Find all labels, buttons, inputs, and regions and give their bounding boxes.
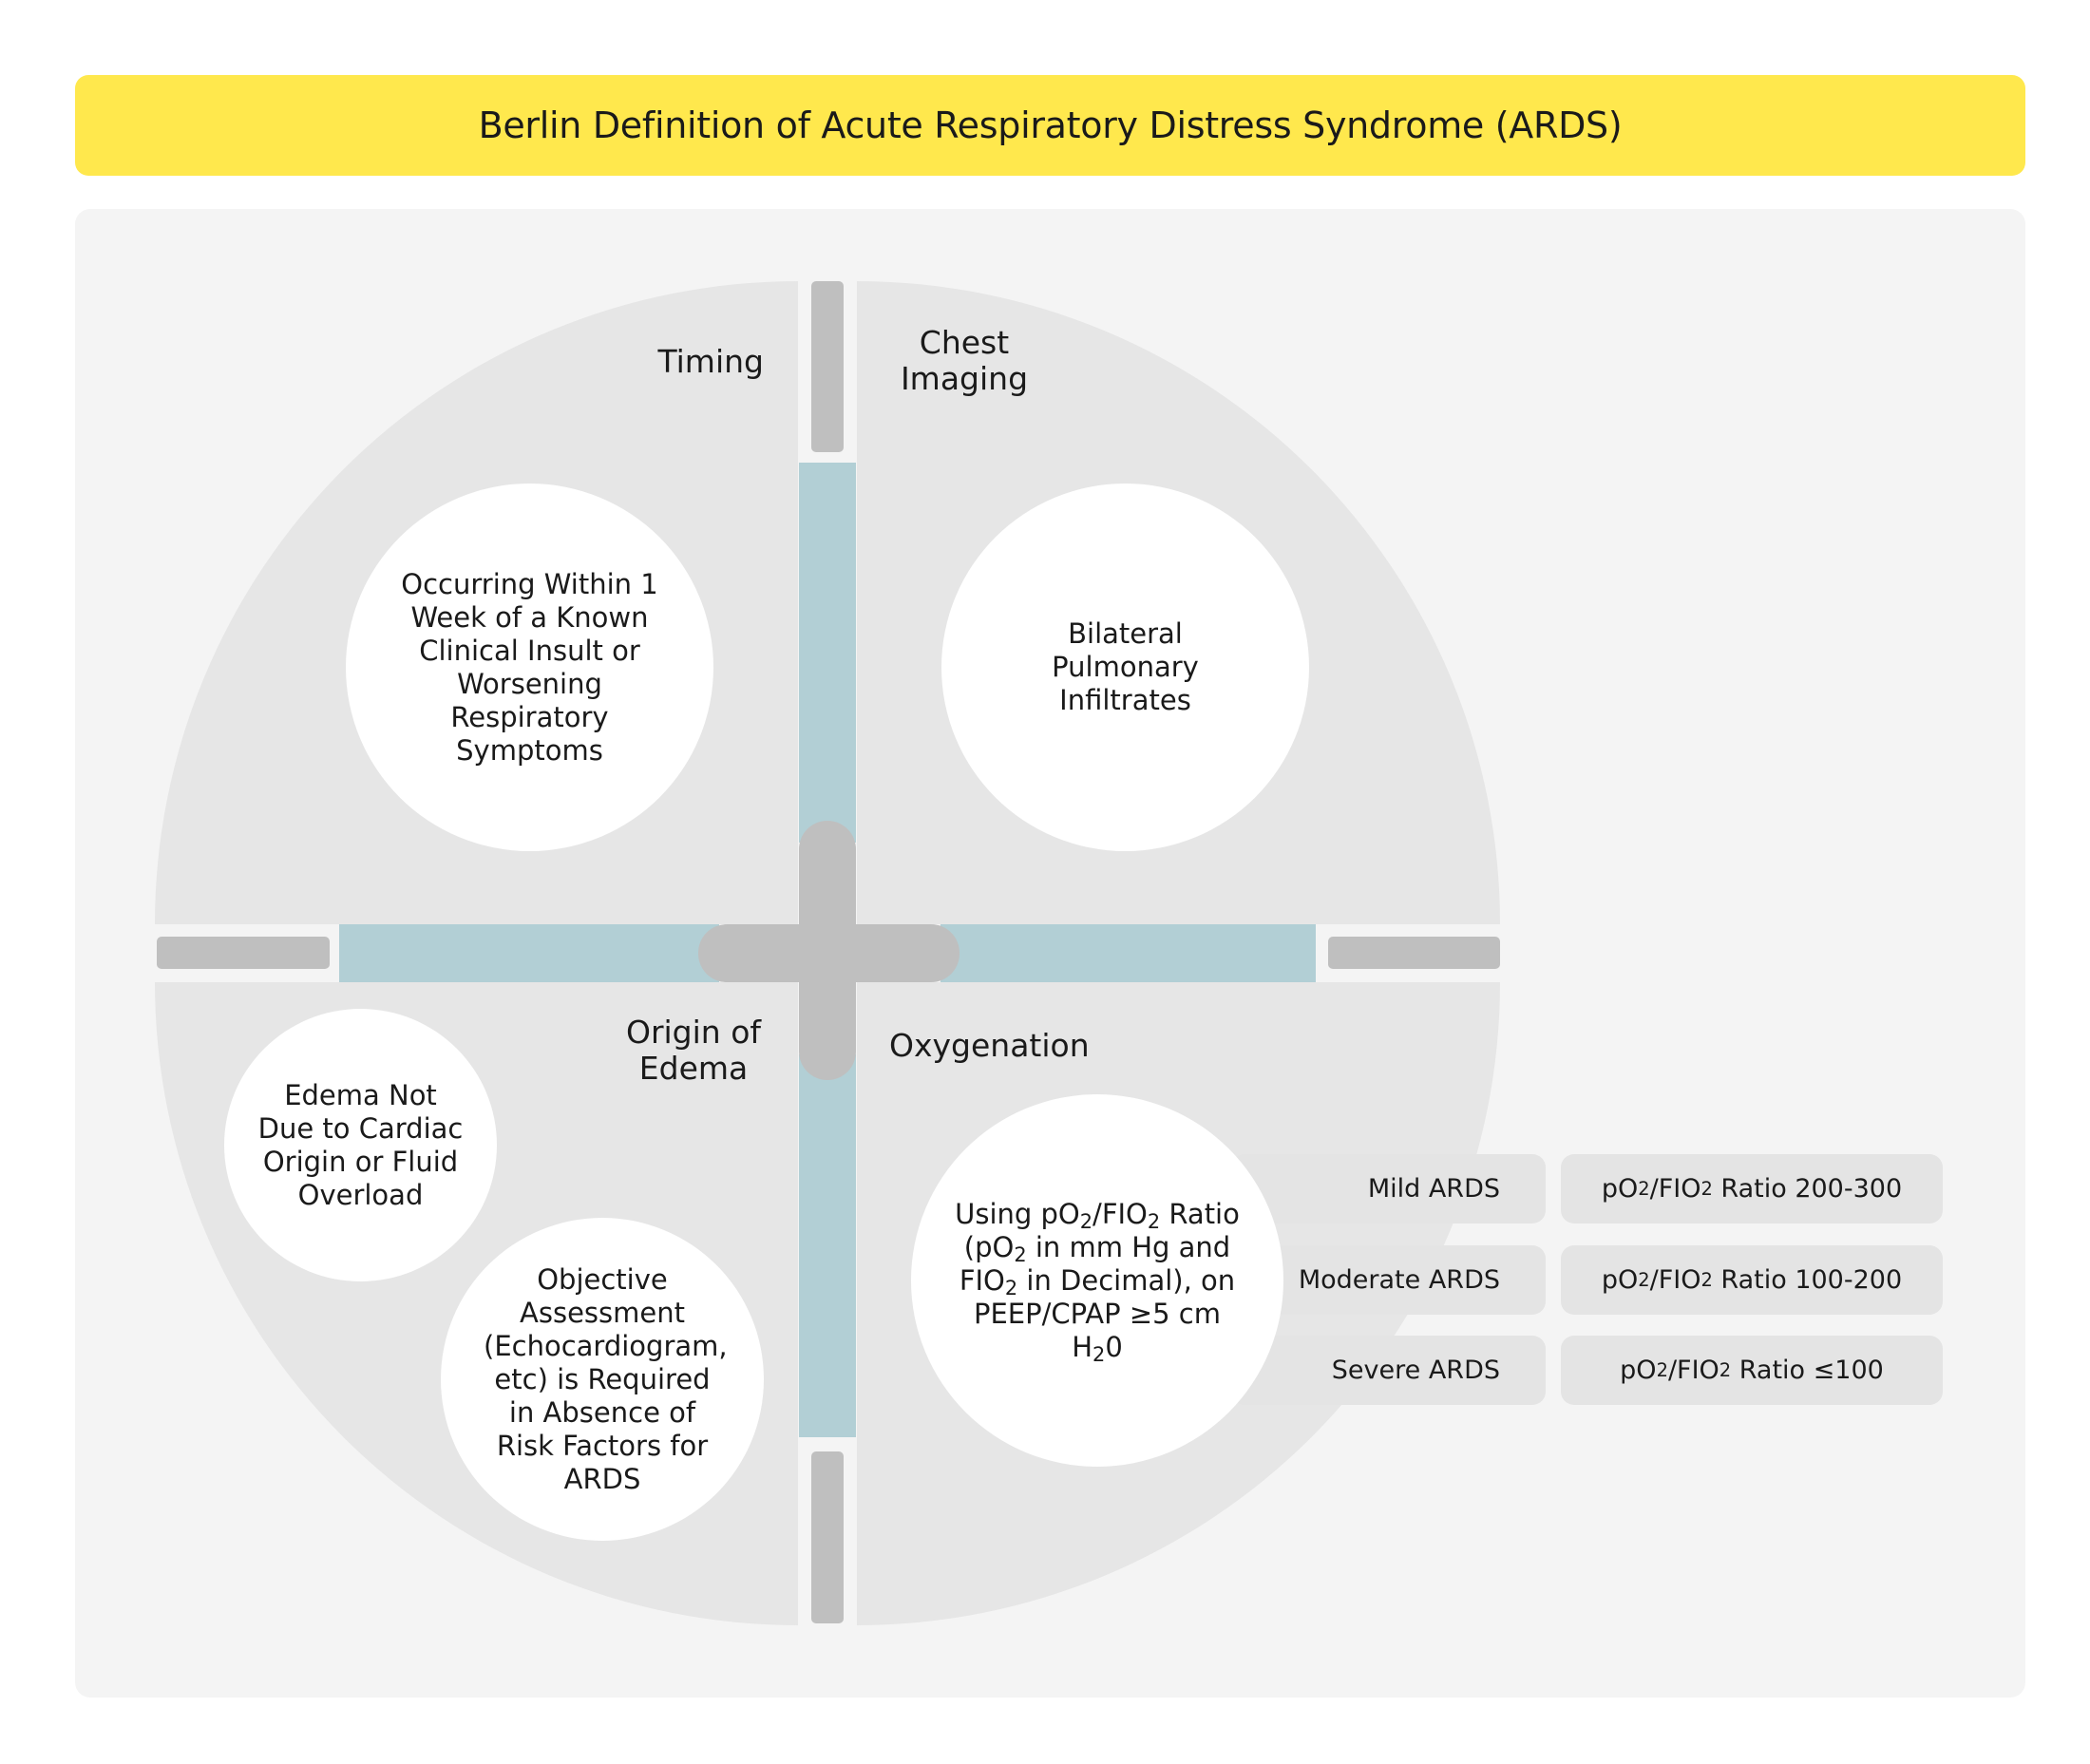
axis-top-end <box>811 281 844 452</box>
axis-left-blue <box>339 924 719 982</box>
axis-bottom-blue <box>799 1054 856 1437</box>
circle-edema-cardiac: Edema Not Due to Cardiac Origin or Fluid… <box>224 1009 497 1281</box>
label-timing: Timing <box>657 343 765 380</box>
circle-edema-assessment: Objective Assessment (Echocardiogram, et… <box>441 1218 764 1541</box>
severity-level-severe: Severe ARDS <box>1231 1336 1546 1405</box>
axis-left-end <box>157 937 330 969</box>
circle-chest-imaging: Bilateral Pulmonary Infiltrates <box>941 484 1309 851</box>
severity-level-moderate: Moderate ARDS <box>1231 1245 1546 1315</box>
axis-right-blue <box>940 924 1316 982</box>
axis-right-end <box>1328 937 1500 969</box>
label-oxygenation: Oxygenation <box>889 1027 1090 1064</box>
label-chest-imaging: Chest Imaging <box>900 324 1029 397</box>
axis-top-blue <box>799 463 856 843</box>
severity-level-mild: Mild ARDS <box>1231 1154 1546 1223</box>
axis-hub-horizontal <box>698 924 960 982</box>
axis-bottom-end <box>811 1451 844 1623</box>
title-bar: Berlin Definition of Acute Respiratory D… <box>75 75 2025 176</box>
circle-timing: Occurring Within 1 Week of a Known Clini… <box>346 484 713 851</box>
oxygenation-description: Using pO2/FIO2 Ratio (pO2 in mm Hg and F… <box>955 1197 1240 1366</box>
circle-oxygenation: Using pO2/FIO2 Ratio (pO2 in mm Hg and F… <box>911 1094 1283 1467</box>
page-title: Berlin Definition of Acute Respiratory D… <box>478 104 1623 146</box>
label-origin-of-edema: Origin of Edema <box>625 1014 762 1087</box>
